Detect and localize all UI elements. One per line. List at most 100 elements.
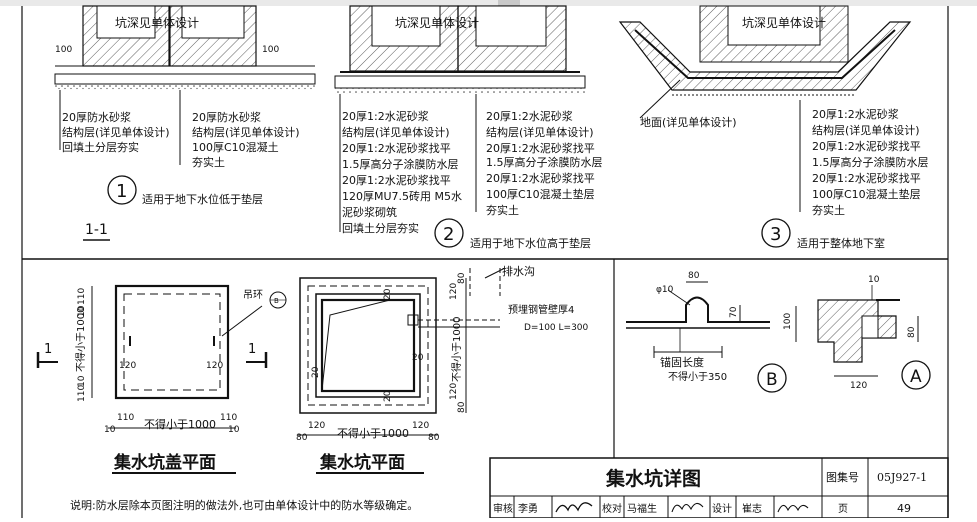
pit-plan-title: 集水坑平面 — [319, 452, 405, 473]
a-dim-80: 80 — [907, 326, 917, 338]
sec2-note-left-2: 20厚1:2水泥砂浆找平 — [342, 141, 451, 155]
sec2-caption: 适用于地下水位高于垫层 — [470, 236, 591, 250]
section-2: 坑深见单体设计 20厚1:2水泥砂浆 结构层(详见单体设计) 20厚1:2水泥砂… — [334, 5, 603, 250]
pit-dim-side: 不得小于1000 — [451, 317, 463, 382]
design-signature — [777, 504, 809, 513]
design-label: 设计 — [712, 502, 732, 515]
cover-dim-120-right: 120 — [206, 361, 223, 371]
pit-dim-80-left: 80 — [296, 433, 308, 443]
design-name: 崔志 — [742, 502, 762, 515]
sec1-note-right-2: 100厚C10混凝土 — [192, 140, 279, 154]
pit-plan: 排水沟 预埋钢管壁厚4 D=100 L=300 20 20 20 20 80 1… — [296, 264, 589, 474]
pit-dim-80-top: 80 — [457, 272, 467, 284]
cover-dim-120-left: 120 — [119, 361, 136, 371]
ring-label: 吊环 — [243, 289, 263, 301]
a-dim-100: 100 — [783, 313, 793, 330]
sec2-note-left-1: 结构层(详见单体设计) — [342, 125, 450, 139]
sec1-caption: 适用于地下水位低于垫层 — [142, 192, 263, 206]
sec3-note-right-3: 1.5厚高分子涂膜防水层 — [812, 155, 929, 169]
sec2-note-left-3: 1.5厚高分子涂膜防水层 — [342, 157, 459, 171]
cover-dim-side: 不得小于1000 — [75, 307, 87, 372]
cover-plan-title: 集水坑盖平面 — [113, 452, 216, 473]
sec2-note-left-4: 20厚1:2水泥砂浆找平 — [342, 173, 451, 187]
section-1: 坑深见单体设计 100 100 20厚防水砂浆 结构层(详见单体设计) 回填土分… — [54, 5, 316, 241]
sec2-note-left-7: 回填土分层夯实 — [342, 221, 419, 235]
section-mark-1-1: 1-1 — [85, 222, 108, 238]
pit-dim-20-bottom: 20 — [383, 390, 393, 402]
b-dim-phi10: φ10 — [656, 285, 674, 295]
pit-dim-120-top: 120 — [449, 283, 459, 300]
atlas-label: 图集号 — [826, 470, 859, 484]
detail-b: φ10 80 70 锚固长度 不得小于350 B — [626, 271, 787, 393]
b-anchor-min: 不得小于350 — [668, 371, 727, 383]
cover-dim-10-top: 10 — [77, 305, 87, 317]
pit-dim-120-bottom: 120 — [449, 383, 459, 400]
toolbar-selected-item[interactable] — [498, 0, 520, 6]
ring-ref: B — [274, 297, 279, 305]
sec3-note-right-0: 20厚1:2水泥砂浆 — [812, 107, 899, 121]
cover-dim-110-right: 110 — [220, 413, 237, 423]
sec3-top-label: 坑深见单体设计 — [742, 15, 826, 30]
a-dim-10: 10 — [868, 275, 880, 285]
cover-plan: 吊环 B 1 1 110 10 不得小于1000 10 110 120 120 … — [36, 284, 287, 474]
sec2-note-left-6: 泥砂浆砌筑 — [342, 205, 397, 219]
sec1-dim-right: 100 — [262, 45, 279, 55]
sec1-note-left-0: 20厚防水砂浆 — [62, 110, 131, 124]
b-dim-80: 80 — [688, 271, 700, 281]
detail-a: 10 100 80 120 A — [783, 275, 931, 391]
drain-label: 排水沟 — [502, 264, 535, 278]
sec2-note-left-0: 20厚1:2水泥砂浆 — [342, 109, 429, 123]
sec1-note-left-1: 结构层(详见单体设计) — [62, 125, 170, 139]
sec2-note-left-5: 120厚MU7.5砖用 M5水 — [342, 189, 462, 203]
atlas-number: 05J927-1 — [877, 471, 927, 484]
sec3-note-right-6: 夯实土 — [812, 203, 845, 217]
sec2-note-right-0: 20厚1:2水泥砂浆 — [486, 109, 573, 123]
pit-dim-120-right: 120 — [412, 421, 429, 431]
sec2-note-right-3: 1.5厚高分子涂膜防水层 — [486, 155, 603, 169]
cover-dim-10-left: 10 — [104, 425, 116, 435]
sec3-note-right-2: 20厚1:2水泥砂浆找平 — [812, 139, 921, 153]
section-3: 坑深见单体设计 地面(详见单体设计) 20厚1:2水泥砂浆 结构层(详见单体设计… — [618, 5, 929, 250]
drawing-title: 集水坑详图 — [605, 467, 701, 490]
review-signature — [555, 502, 593, 513]
pit-dim-80-right: 80 — [428, 433, 440, 443]
sec3-note-ground: 地面(详见单体设计) — [640, 115, 737, 129]
cover-dim-110-bottom: 110 — [77, 385, 87, 402]
a-dim-120: 120 — [850, 381, 867, 391]
b-dim-70: 70 — [729, 306, 739, 318]
sec2-note-right-1: 结构层(详见单体设计) — [486, 125, 594, 139]
check-name: 马福生 — [627, 502, 657, 515]
viewer-toolbar-strip — [0, 0, 977, 6]
ring-leader — [221, 305, 263, 337]
check-signature — [671, 502, 704, 513]
sec3-note-right-4: 20厚1:2水泥砂浆找平 — [812, 171, 921, 185]
sec3-note-right-1: 结构层(详见单体设计) — [812, 123, 920, 137]
page-label: 页 — [838, 503, 848, 515]
detail-b-circle: B — [766, 370, 778, 390]
cover-dim-10-bottom: 10 — [77, 375, 87, 387]
cut-mark-left: 1 — [44, 342, 52, 357]
check-label: 校对 — [602, 502, 622, 515]
pit-dim-20-top: 20 — [383, 288, 393, 300]
pit-dim-20-right: 20 — [412, 353, 424, 363]
title-block: 集水坑详图 图集号 05J927-1 审核 李勇 校对 马福生 设计 崔志 页 … — [489, 457, 949, 519]
pit-dim-bottom: 不得小于1000 — [337, 427, 409, 440]
review-name: 李勇 — [518, 502, 538, 515]
sec3-circle-number: 3 — [770, 224, 781, 245]
sec1-note-right-3: 夯实土 — [192, 155, 225, 169]
pipe-label: 预埋钢管壁厚4 — [508, 303, 574, 316]
cover-dim-110-left: 110 — [117, 413, 134, 423]
sec1-dim-left: 100 — [55, 45, 72, 55]
general-note: 说明:防水层除本页图注明的做法外,也可由单体设计中的防水等级确定。 — [70, 498, 418, 512]
pipe-dims: D=100 L=300 — [524, 323, 589, 333]
page-number: 49 — [897, 502, 911, 515]
sec1-note-right-0: 20厚防水砂浆 — [192, 110, 261, 124]
sec2-note-right-6: 夯实土 — [486, 203, 519, 217]
cover-dim-bottom: 不得小于1000 — [144, 418, 216, 431]
sec2-note-right-4: 20厚1:2水泥砂浆找平 — [486, 171, 595, 185]
sec2-top-label: 坑深见单体设计 — [395, 15, 479, 30]
cover-dim-110-top: 110 — [77, 288, 87, 305]
sec2-circle-number: 2 — [443, 224, 454, 245]
